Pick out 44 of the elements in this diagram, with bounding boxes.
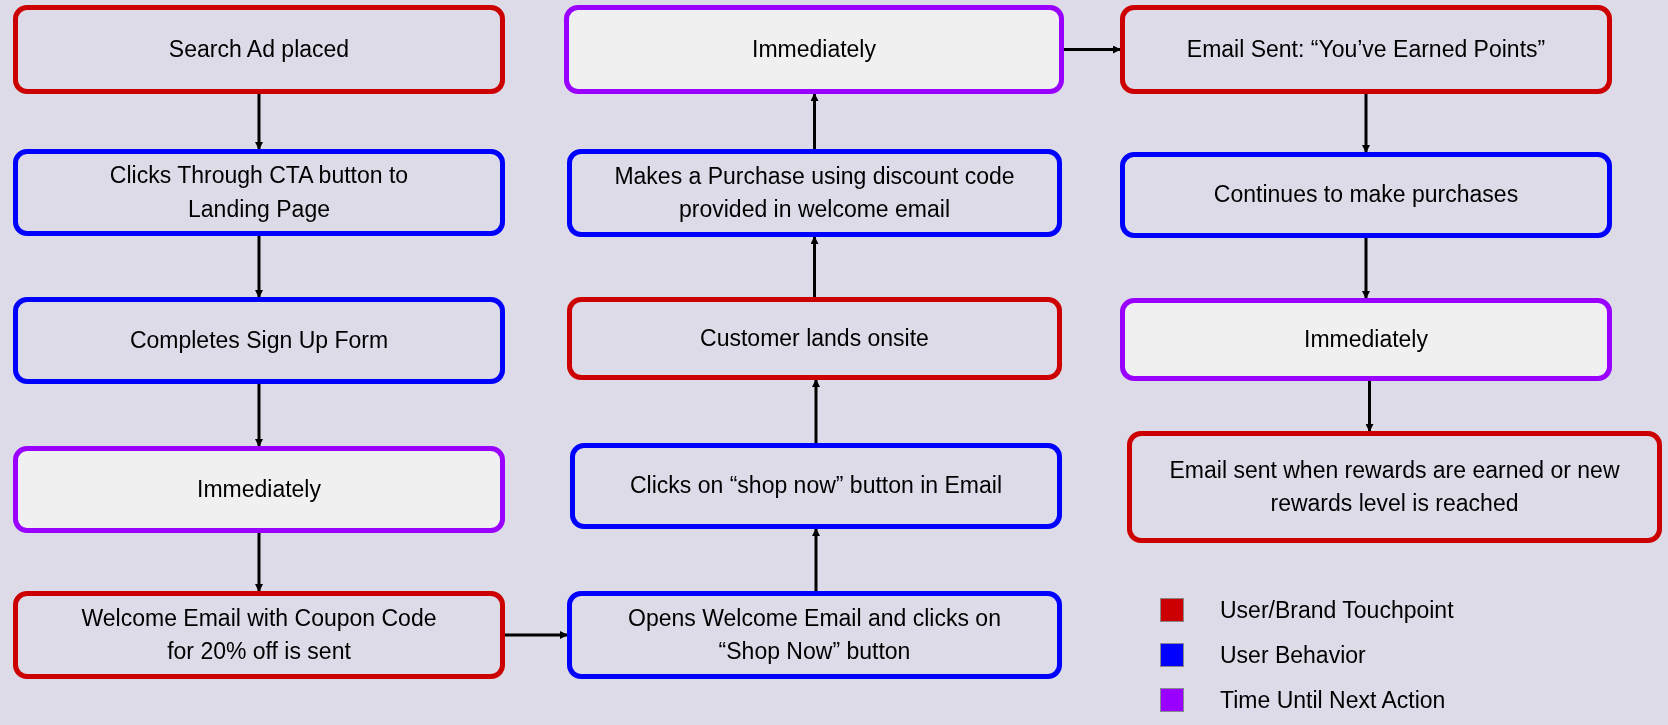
arrow: [1362, 94, 1370, 153]
arrow: [812, 528, 820, 591]
legend-label: User/Brand Touchpoint: [1220, 596, 1454, 625]
box-text: Continues to make purchases: [1213, 180, 1519, 210]
box-text: Clicks on “shop now” button in Email: [630, 471, 1002, 501]
box-text: Immediately: [197, 474, 321, 504]
arrow: [810, 93, 819, 149]
arrow: [810, 236, 819, 297]
box-text: Customer lands onsite: [700, 323, 929, 353]
arrow: [812, 379, 820, 443]
arrow: [255, 236, 263, 298]
box-text: Search Ad placed: [168, 34, 350, 64]
process-box: [564, 5, 1064, 94]
box-text: Welcome Email with Coupon Code for 20% off is sent: [80, 603, 438, 666]
legend-label: Time Until Next Action: [1220, 686, 1446, 715]
process-box: [570, 443, 1062, 529]
arrow: [255, 384, 263, 447]
process-box: [13, 5, 505, 94]
box-text: Email sent when rewards are earned or new rewards level is reached: [1168, 455, 1621, 518]
process-box: [567, 149, 1062, 237]
arrow: [505, 631, 568, 639]
process-box: [1120, 5, 1612, 94]
arrow: [255, 94, 263, 150]
process-box: [567, 297, 1062, 380]
process-box: [13, 591, 505, 679]
arrow: [255, 533, 263, 592]
box-text: Makes a Purchase using discount code provided in welcome email: [613, 161, 1016, 224]
box-text: Immediately: [1304, 324, 1428, 354]
process-box: [1120, 152, 1612, 238]
box-text: Completes Sign Up Form: [129, 325, 389, 355]
arrow: [1064, 45, 1121, 54]
box-text: Immediately: [752, 34, 876, 64]
arrow: [1365, 381, 1374, 432]
process-box: [13, 149, 505, 236]
box-text: Clicks Through CTA button to Landing Page: [108, 161, 410, 224]
process-box: [13, 446, 505, 533]
legend-label: User Behavior: [1220, 641, 1366, 670]
process-box: [13, 297, 505, 384]
arrow: [1362, 238, 1370, 299]
process-box: [567, 591, 1062, 679]
process-box: [1127, 431, 1662, 543]
box-text: Opens Welcome Email and clicks on “Shop Now” button: [627, 603, 1002, 666]
process-box: [1120, 298, 1612, 381]
box-text: Email Sent: “You’ve Earned Points”: [1186, 34, 1546, 64]
